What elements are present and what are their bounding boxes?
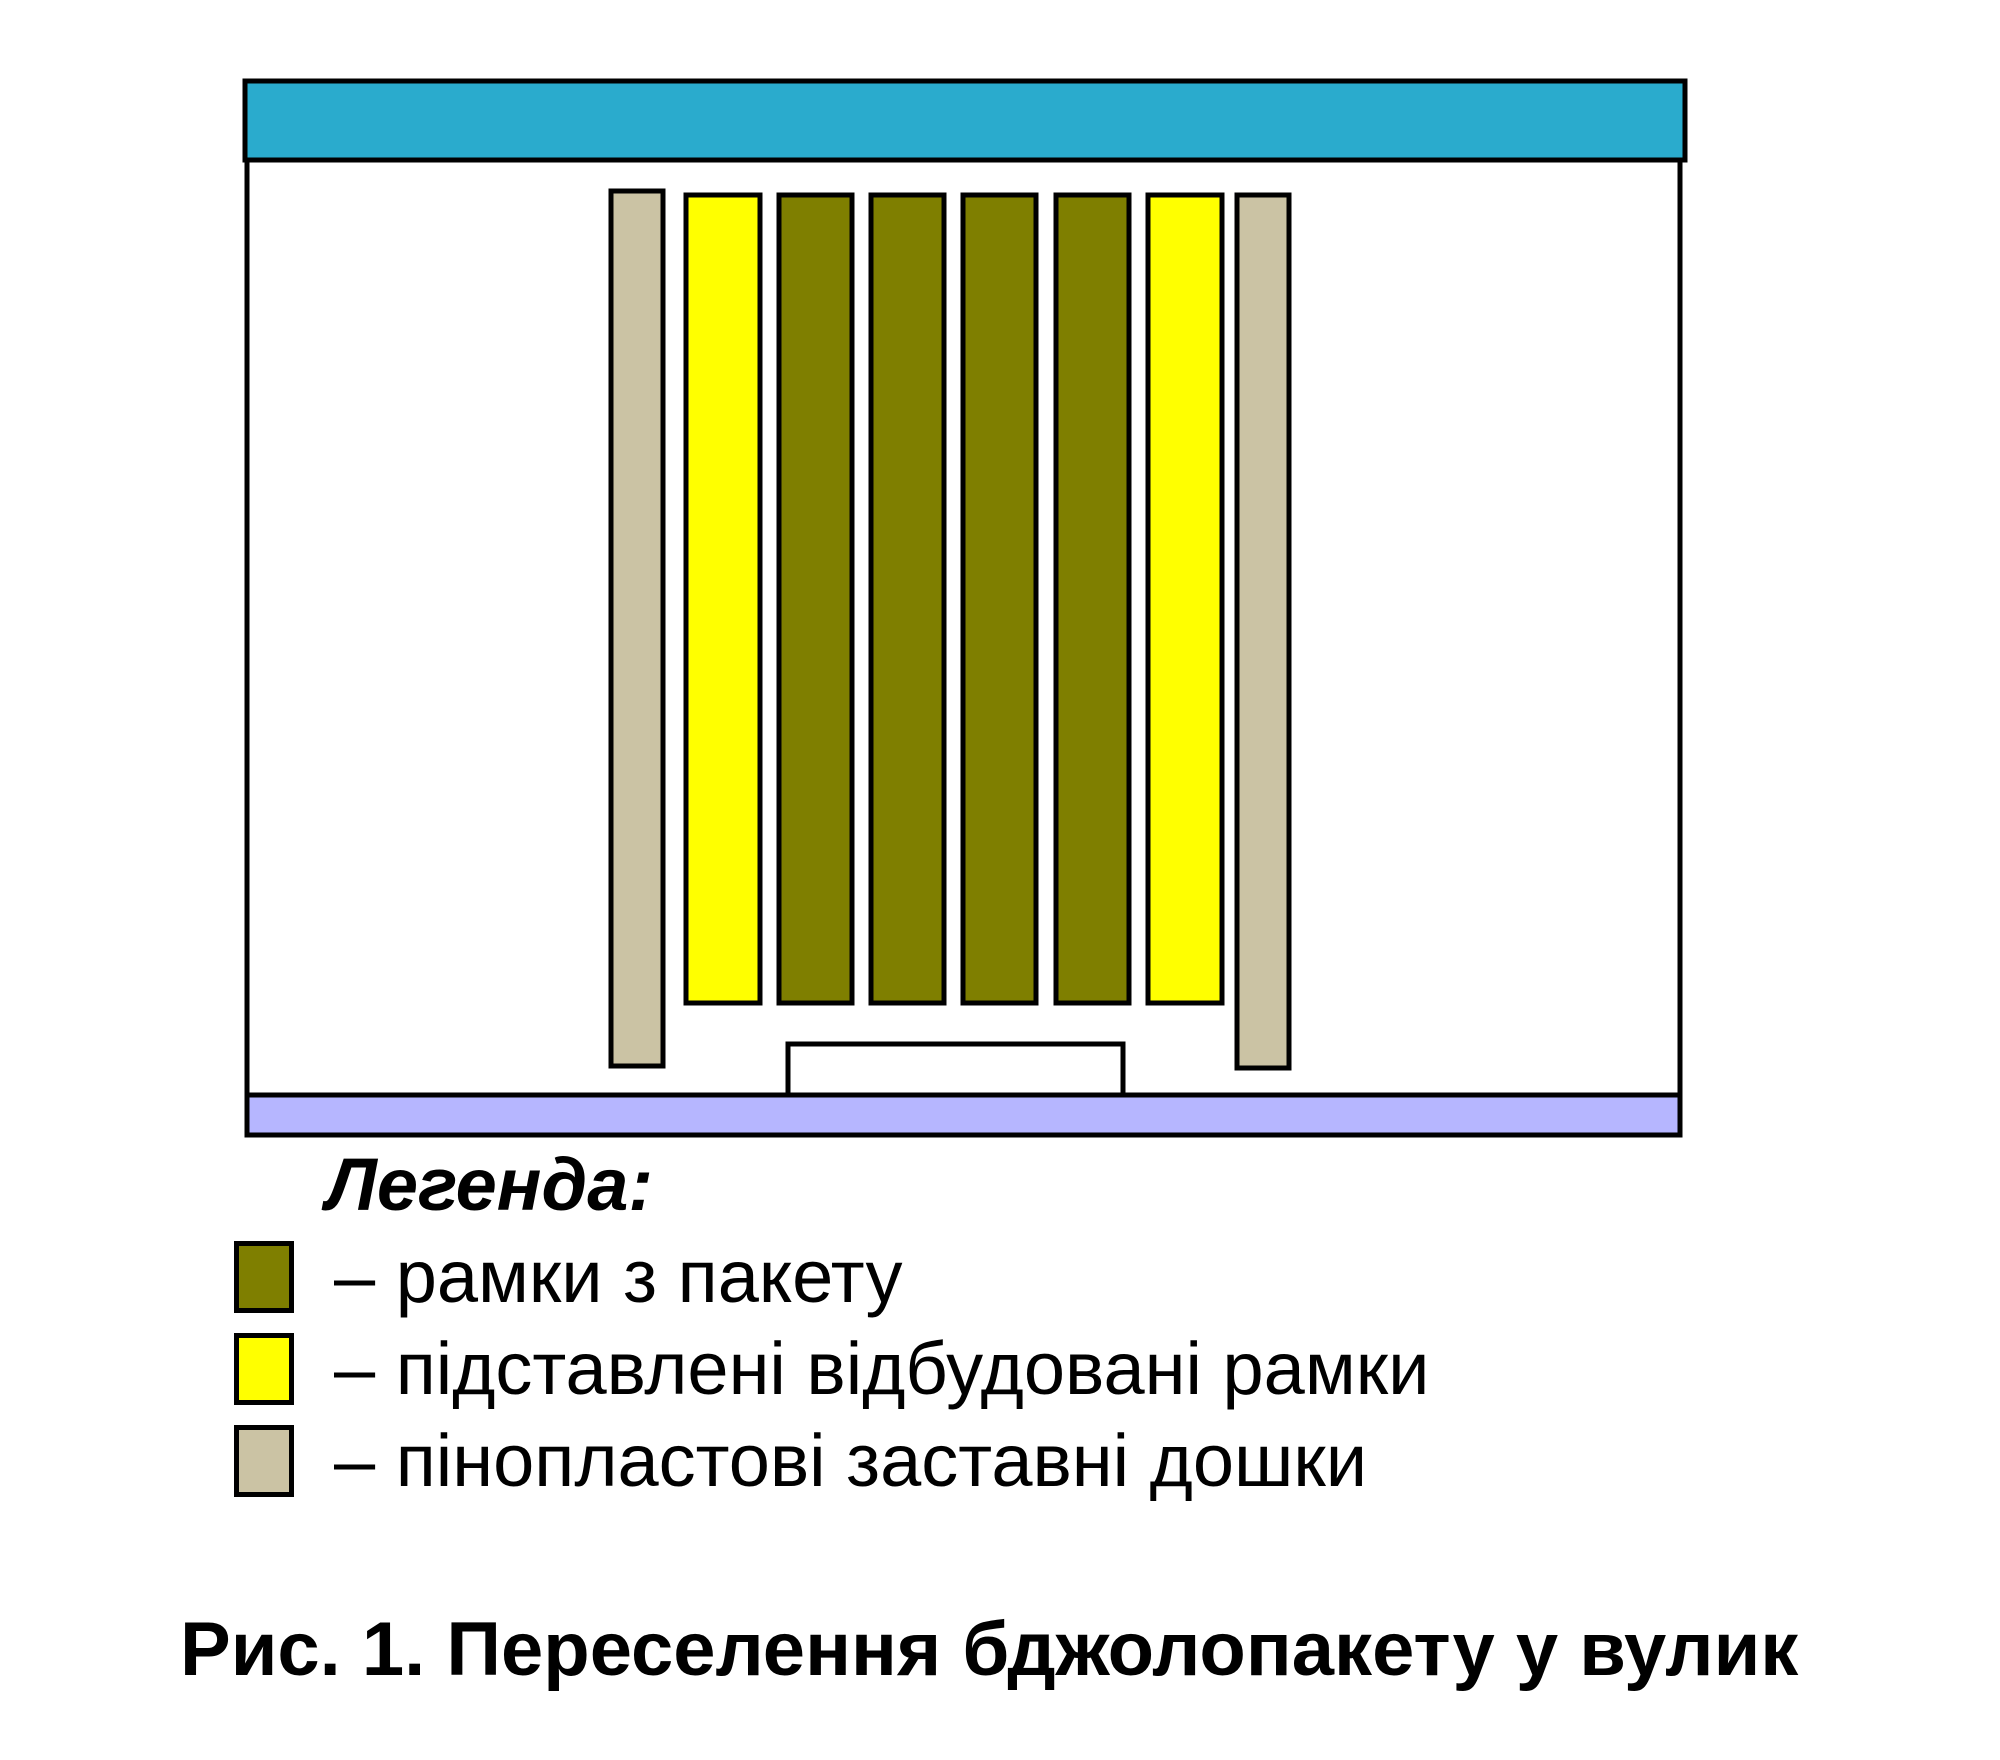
legend-swatch-package-frames [234,1241,294,1313]
legend-swatch-drawn-frames [234,1333,294,1405]
package-frame-2 [868,192,947,1006]
hive-roof [242,78,1688,163]
legend-label-package-frames: – рамки з пакету [334,1235,903,1318]
drawn-frame-left [683,192,763,1006]
frames-group [608,188,1292,1071]
foam-board-right [1234,192,1292,1071]
legend-title: Легенда: [326,1143,654,1226]
feeder-board [785,1041,1126,1098]
legend-item-drawn-frames: – підставлені відбудовані рамки [234,1327,1430,1410]
hive-floor [244,1092,1683,1138]
legend-label-foam-boards: – пінопластові заставні дошки [334,1419,1368,1502]
figure-caption: Рис. 1. Переселення бджолопакету у вулик [180,1607,1799,1692]
legend-swatch-foam-boards [234,1425,294,1497]
package-frame-3 [960,192,1039,1006]
foam-board-left [608,188,666,1069]
hive-diagram [242,78,1688,1138]
package-frame-4 [1053,192,1132,1006]
legend-item-foam-boards: – пінопластові заставні дошки [234,1419,1368,1502]
legend-item-package-frames: – рамки з пакету [234,1235,903,1318]
drawn-frame-right [1145,192,1225,1006]
legend-label-drawn-frames: – підставлені відбудовані рамки [334,1327,1430,1410]
package-frame-1 [776,192,855,1006]
